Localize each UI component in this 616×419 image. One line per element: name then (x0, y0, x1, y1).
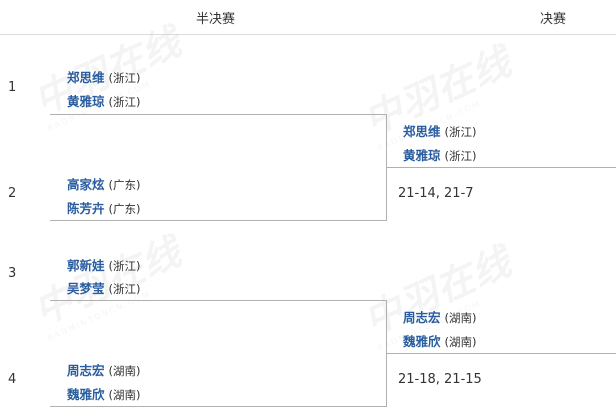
player-region: (湖南) (108, 388, 141, 402)
semifinal-player: 郭新娃(浙江) (67, 255, 141, 274)
semifinal-player: 魏雅欣(湖南) (67, 384, 141, 403)
seed-number: 1 (8, 80, 17, 95)
bracket-line (50, 406, 387, 407)
player-name-link[interactable]: 黄雅琼 (403, 148, 441, 163)
semifinal-player: 高家炫(广东) (67, 174, 141, 193)
player-region: (湖南) (444, 335, 477, 349)
player-region: (湖南) (108, 364, 141, 378)
bracket-line (50, 220, 387, 221)
player-region: (浙江) (108, 95, 141, 109)
player-name-link[interactable]: 黄雅琼 (67, 94, 105, 109)
final-player: 周志宏(湖南) (403, 307, 477, 326)
seed-number: 3 (8, 266, 17, 281)
bracket-line (50, 114, 386, 115)
player-region: (浙江) (444, 149, 477, 163)
semifinal-player: 周志宏(湖南) (67, 360, 141, 379)
match-score: 21-18, 21-15 (398, 372, 482, 387)
player-region: (浙江) (108, 282, 141, 296)
player-name-link[interactable]: 郑思维 (403, 124, 441, 139)
final-player: 黄雅琼(浙江) (403, 145, 477, 164)
match-score: 21-14, 21-7 (398, 186, 474, 201)
player-region: (广东) (108, 202, 141, 216)
watermark-text: 中羽在线 (357, 239, 518, 343)
bracket-line (386, 353, 616, 354)
player-region: (湖南) (444, 311, 477, 325)
player-name-link[interactable]: 郑思维 (67, 70, 105, 85)
player-name-link[interactable]: 陈芳卉 (67, 201, 105, 216)
watermark-subtext: BADMINTONCN.COM (376, 99, 483, 153)
player-name-link[interactable]: 魏雅欣 (67, 387, 105, 402)
semifinal-player: 吴梦莹(浙江) (67, 278, 141, 297)
player-region: (广东) (108, 178, 141, 192)
player-name-link[interactable]: 郭新娃 (67, 258, 105, 273)
player-name-link[interactable]: 周志宏 (67, 363, 105, 378)
bracket-header: 半决赛 决赛 (0, 0, 616, 35)
bracket-line (386, 167, 616, 168)
bracket-line (50, 300, 386, 301)
final-player: 郑思维(浙江) (403, 121, 477, 140)
final-column-title: 决赛 (540, 12, 567, 27)
seed-number: 2 (8, 186, 17, 201)
semifinal-player: 黄雅琼(浙江) (67, 91, 141, 110)
semifinal-player: 陈芳卉(广东) (67, 198, 141, 217)
player-region: (浙江) (108, 71, 141, 85)
player-name-link[interactable]: 高家炫 (67, 177, 105, 192)
player-name-link[interactable]: 吴梦莹 (67, 281, 105, 296)
final-player: 魏雅欣(湖南) (403, 331, 477, 350)
player-name-link[interactable]: 魏雅欣 (403, 334, 441, 349)
player-region: (浙江) (108, 259, 141, 273)
player-name-link[interactable]: 周志宏 (403, 310, 441, 325)
semifinal-player: 郑思维(浙江) (67, 67, 141, 86)
semifinal-column-title: 半决赛 (196, 12, 236, 27)
player-region: (浙江) (444, 125, 477, 139)
seed-number: 4 (8, 372, 17, 387)
